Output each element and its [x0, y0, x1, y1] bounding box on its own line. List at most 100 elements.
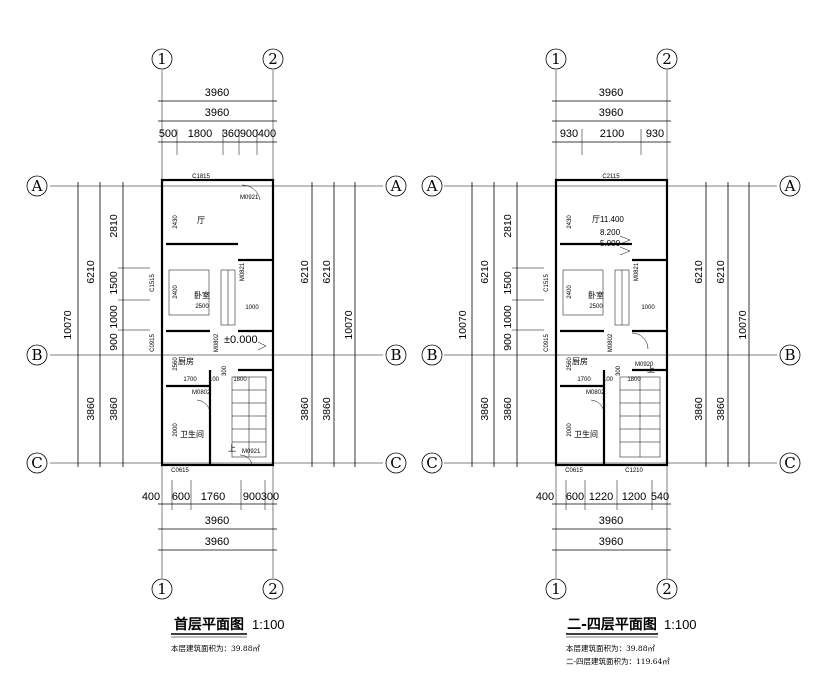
dim-left-part: 2810	[502, 214, 514, 238]
dim-bottom-part: 540	[651, 491, 669, 503]
axis-bubble-b-left: B	[26, 344, 48, 366]
svg-text:1: 1	[157, 50, 167, 68]
label-c0615: C0615	[565, 468, 583, 474]
dim-top-total-inner: 3960	[205, 107, 229, 119]
dim-left-bc: 3860	[85, 397, 97, 421]
dim-left-total: 10070	[457, 310, 469, 339]
axis-bubble-1-top: 1	[151, 48, 173, 70]
dim-left-bc: 3860	[479, 397, 491, 421]
axis-bubble-a-right: A	[385, 175, 407, 197]
dim-interior: 2500	[589, 304, 603, 310]
stair-up: 上	[228, 444, 236, 453]
dim-left-part: 3860	[108, 397, 120, 421]
axis-bubble-b-right: B	[779, 344, 801, 366]
label-m0821: M0821	[634, 262, 640, 281]
svg-text:A: A	[426, 177, 438, 195]
dim-top-part: 400	[258, 128, 276, 140]
axis-bubble-2-top: 2	[262, 48, 284, 70]
dim-bottom-total-inner: 3960	[205, 515, 229, 527]
dim-right-part: 6210	[693, 260, 705, 284]
room-kitchen: 厨房	[178, 356, 194, 366]
ground-floor-plan: 1 2 1 2 A B C A B C 3960 3960 500 1800 3…	[26, 48, 407, 653]
dim-left-part: 1500	[108, 271, 120, 295]
dim-bottom-part: 400	[142, 491, 160, 503]
dim-right-part: 3860	[693, 397, 705, 421]
plan2-area-note: 本层建筑面积为：39.88㎡	[566, 643, 655, 653]
axis-bubble-c-left: C	[421, 452, 443, 474]
dim-top-total-outer: 3960	[205, 87, 229, 99]
plan1-scale: 1:100	[252, 617, 285, 632]
dim-bottom-part: 300	[261, 491, 279, 503]
dim-right-total: 10070	[343, 310, 355, 339]
room-bath: 卫生间	[574, 429, 598, 439]
dim-interior: 1000	[245, 305, 259, 311]
dim-interior: 300	[222, 365, 228, 376]
dim-interior: 1800	[233, 377, 247, 383]
plan1-area-note: 本层建筑面积为：39.88㎡	[171, 643, 260, 653]
dim-bottom-part: 400	[536, 491, 554, 503]
axis-bubble-c-right: C	[385, 452, 407, 474]
label-c0915: C0915	[150, 334, 156, 352]
dim-bottom-total-inner: 3960	[599, 515, 623, 527]
dim-left-part: 900	[108, 333, 120, 351]
svg-text:A: A	[390, 177, 402, 195]
dim-interior: 2560	[173, 357, 179, 371]
label-m0802-b: M0802	[586, 390, 605, 396]
axis-bubble-1-bottom: 1	[545, 578, 567, 600]
dim-interior: 1800	[627, 377, 641, 383]
dim-interior: 1700	[577, 377, 591, 383]
dim-bottom-part: 1760	[201, 491, 225, 503]
room-bedroom: 卧室	[194, 290, 210, 300]
dim-interior: 100	[603, 377, 614, 383]
dim-top-total-inner: 3960	[599, 107, 623, 119]
room-bedroom: 卧室	[588, 290, 604, 300]
axis-bubble-b-right: B	[385, 344, 407, 366]
dim-top-part: 900	[240, 128, 258, 140]
dim-left-part: 1500	[502, 271, 514, 295]
dim-interior: 2400	[567, 285, 573, 299]
axis-bubble-b-left: B	[421, 344, 443, 366]
svg-text:2: 2	[662, 50, 672, 68]
dim-bottom-part: 900	[243, 491, 261, 503]
room-hall: 厅	[197, 216, 205, 225]
label-m0920: M0920	[635, 362, 654, 368]
label-c1815: C1815	[192, 174, 210, 180]
dim-top-part: 930	[646, 128, 664, 140]
dim-left-ab: 6210	[479, 260, 491, 284]
dim-bottom-part: 600	[566, 491, 584, 503]
dim-top-part: 1800	[188, 128, 212, 140]
label-c0915: C0915	[544, 334, 550, 352]
label-m0802-a: M0802	[608, 333, 614, 352]
dim-interior: 300	[616, 365, 622, 376]
svg-text:1: 1	[551, 580, 561, 598]
svg-text:A: A	[31, 177, 43, 195]
dim-left-part: 1000	[502, 305, 514, 329]
dim-right-part: 6210	[299, 260, 311, 284]
axis-bubble-2-top: 2	[656, 48, 678, 70]
label-m0821: M0821	[240, 262, 246, 281]
room-hall: 厅	[592, 215, 600, 224]
svg-text:A: A	[784, 177, 796, 195]
svg-text:1: 1	[551, 50, 561, 68]
axis-bubble-c-right: C	[779, 452, 801, 474]
dim-interior: 2400	[173, 285, 179, 299]
axis-bubble-a-left: A	[421, 175, 443, 197]
plan2-title: 二-四层平面图	[567, 617, 657, 633]
label-m0802-a: M0802	[214, 333, 220, 352]
dim-top-part: 930	[560, 128, 578, 140]
dim-left-total: 10070	[62, 310, 74, 339]
svg-text:1: 1	[157, 580, 167, 598]
dim-left-part: 2810	[108, 214, 120, 238]
dim-interior: 2000	[567, 423, 573, 437]
room-bath: 卫生间	[180, 429, 204, 439]
svg-text:C: C	[426, 454, 437, 472]
axis-bubble-c-left: C	[26, 452, 48, 474]
elevation-label: 8.200	[600, 228, 621, 237]
upper-floor-plan: 1 2 1 2 A B C A B C 3960 3960 930 2100 9…	[421, 48, 801, 666]
svg-text:B: B	[784, 346, 795, 364]
dim-interior: 2560	[567, 357, 573, 371]
label-m0802-b: M0802	[192, 390, 211, 396]
dim-right-part: 6210	[715, 260, 727, 284]
